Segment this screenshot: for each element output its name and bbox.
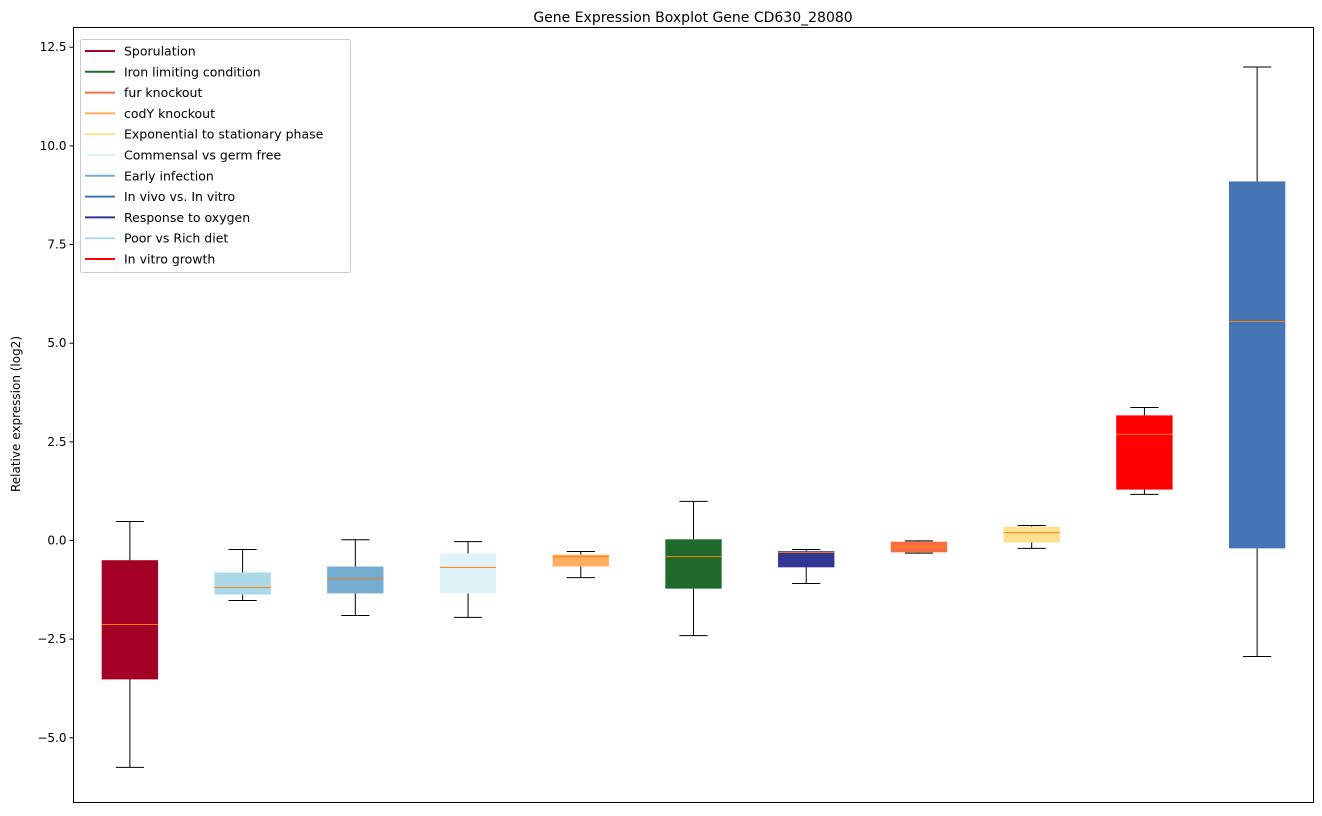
legend-label: Early infection	[124, 168, 214, 183]
box-body	[778, 551, 835, 568]
y-tick-label: 12.5	[40, 40, 67, 54]
box-body	[101, 560, 159, 680]
plot-frame	[73, 27, 1314, 803]
box-body	[552, 554, 609, 567]
y-tick-label: 7.5	[47, 238, 66, 252]
legend-label: Poor vs Rich diet	[124, 231, 228, 246]
legend-label: Exponential to stationary phase	[124, 127, 324, 142]
box-sporulation	[101, 521, 159, 768]
y-tick-label: −2.5	[37, 632, 66, 646]
y-tick-label: 2.5	[47, 435, 66, 449]
box-poor-vs-rich-diet	[214, 549, 271, 601]
box-in-vitro-growth	[1116, 407, 1173, 495]
box-body	[665, 539, 722, 589]
box-commensal-vs-germ-free	[439, 541, 497, 618]
legend-label: fur knockout	[124, 85, 202, 100]
legend-label: In vivo vs. In vitro	[124, 189, 235, 204]
legend-label: Response to oxygen	[124, 210, 250, 225]
chart-title: Gene Expression Boxplot Gene CD630_28080	[533, 10, 852, 26]
legend-label: codY knockout	[124, 106, 215, 121]
y-tick-label: 0.0	[47, 533, 66, 547]
legend-label: Sporulation	[124, 44, 196, 59]
box-exponential-to-stationary-phase	[1003, 524, 1060, 549]
legend-label: Iron limiting condition	[124, 64, 261, 79]
box-iron-limiting-condition	[665, 500, 722, 637]
y-tick-label: 10.0	[40, 139, 67, 153]
legend-label: Commensal vs germ free	[124, 148, 281, 163]
box-body	[439, 553, 497, 594]
box-cody-knockout	[552, 551, 609, 579]
legend-label: In vitro growth	[124, 252, 215, 267]
box-early-infection	[327, 539, 384, 616]
box-body	[1228, 181, 1286, 549]
box-response-to-oxygen	[778, 549, 835, 584]
box-in-vivo-vs-in-vitro	[1228, 66, 1286, 657]
box-fur-knockout	[890, 540, 948, 554]
box-body	[1116, 415, 1173, 490]
y-tick-label: −5.0	[37, 731, 66, 745]
box-body	[890, 541, 948, 553]
box-body	[214, 572, 271, 595]
box-body	[327, 566, 384, 594]
box-body	[1003, 526, 1060, 543]
legend-frame	[80, 39, 351, 273]
y-axis-label: Relative expression (log2)	[9, 336, 23, 492]
y-tick-label: 5.0	[47, 336, 66, 350]
